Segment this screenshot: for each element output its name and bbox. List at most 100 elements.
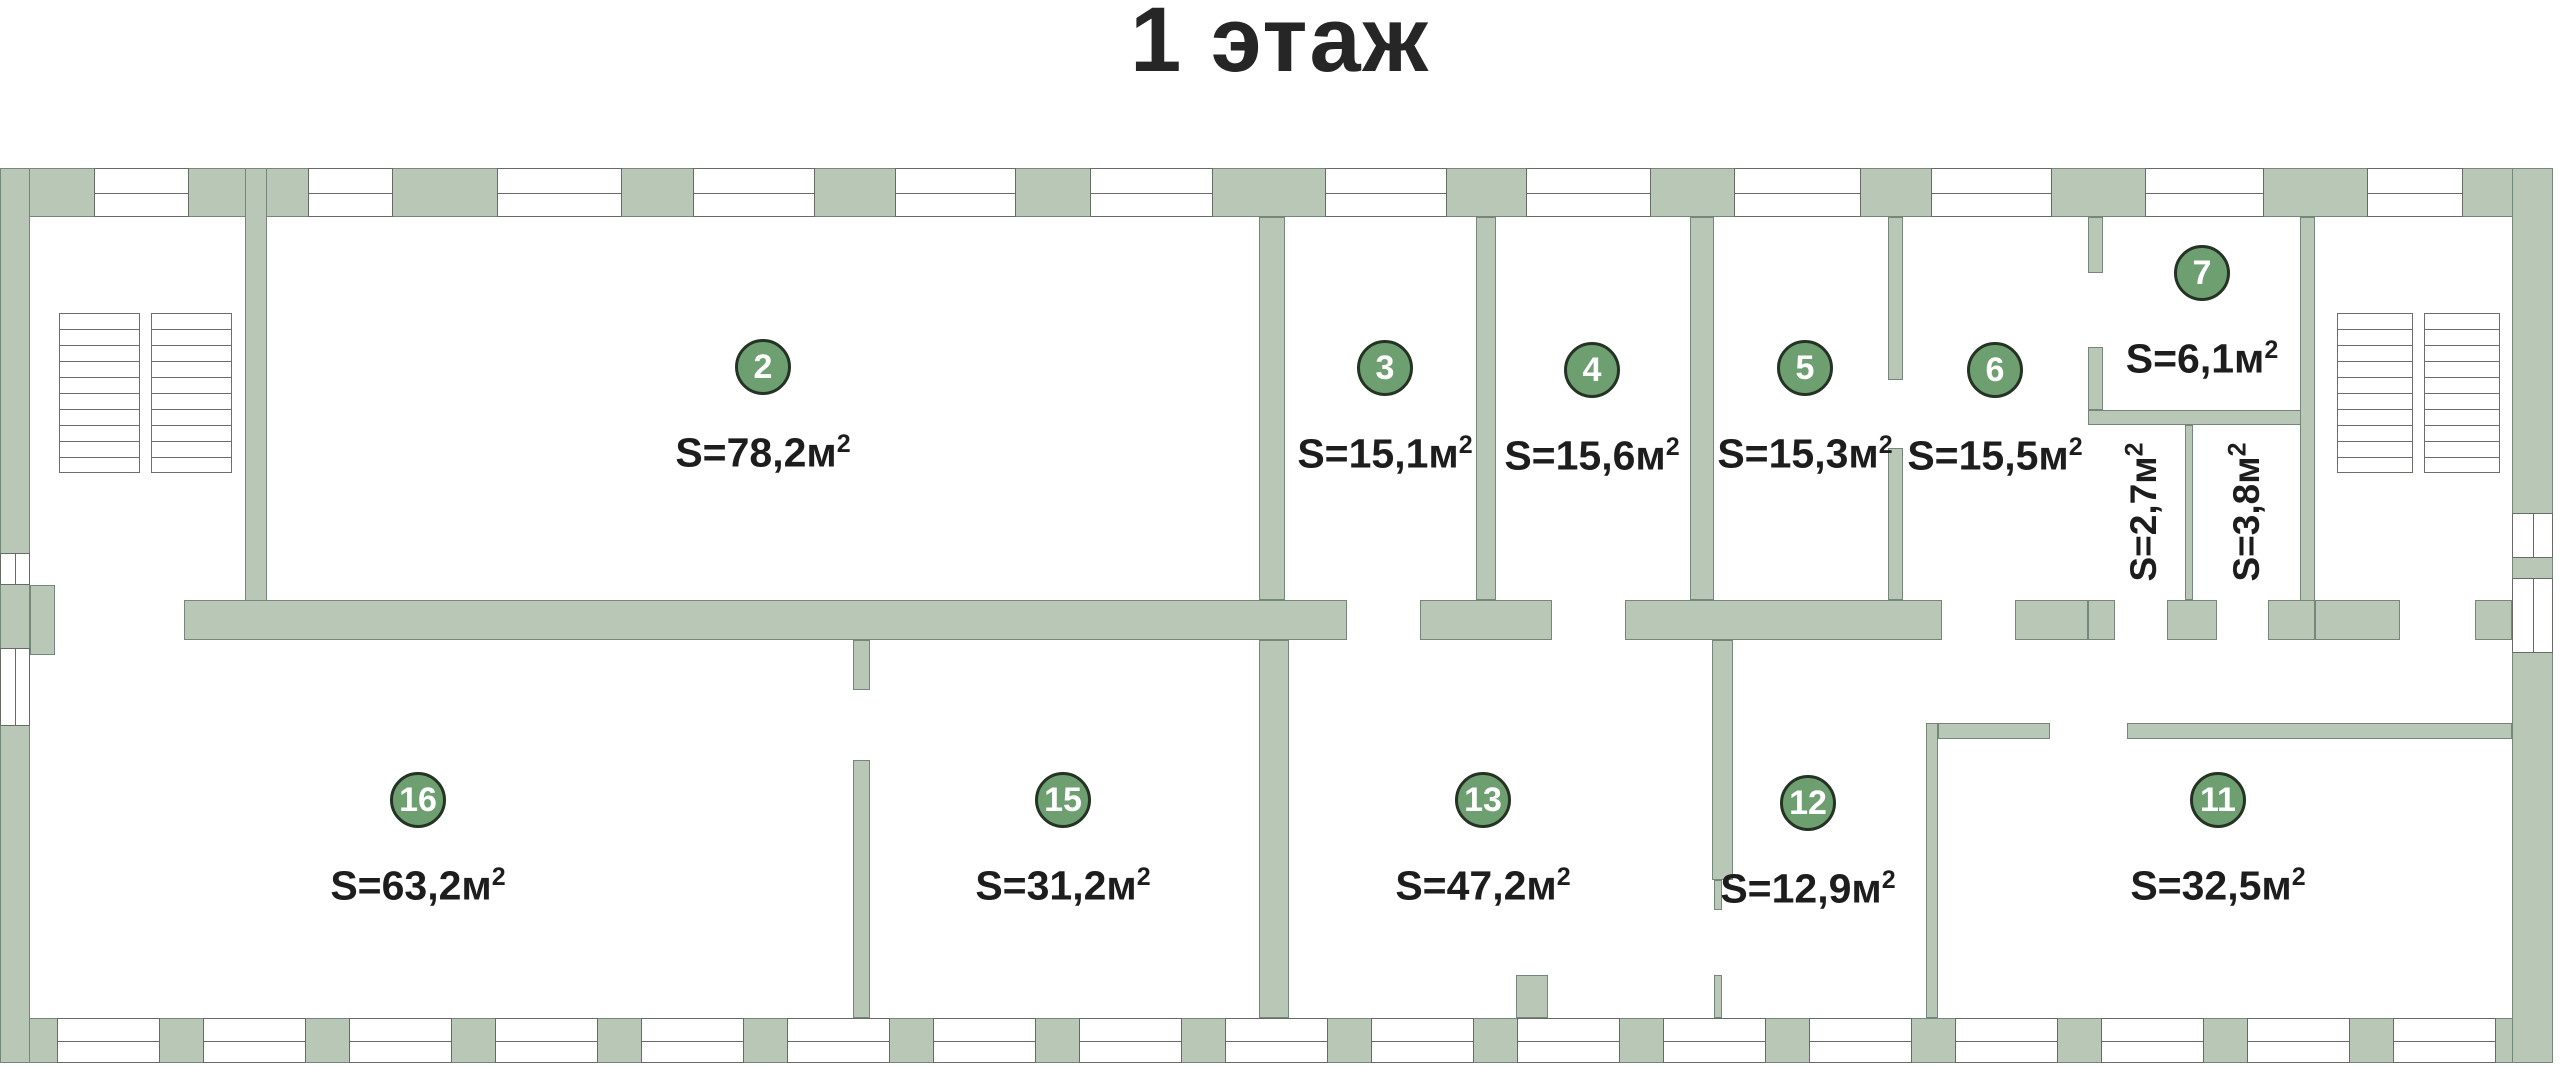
window-pane-line — [309, 192, 392, 194]
wall-segment — [853, 760, 870, 1018]
window-pane-line — [1326, 192, 1446, 194]
wall-segment — [184, 600, 1347, 640]
window-pane-line — [95, 192, 188, 194]
window-pane-line — [934, 1040, 1035, 1042]
window-pane-line — [498, 192, 621, 194]
window-pane-line — [2146, 192, 2263, 194]
floor-title: 1 этаж — [1130, 0, 1430, 91]
window-pane-line — [788, 1040, 889, 1042]
wall-segment — [2015, 600, 2088, 640]
room-number: 11 — [2190, 772, 2246, 828]
window — [787, 1018, 890, 1063]
wall-segment — [245, 168, 267, 640]
window-pane-line — [15, 554, 16, 584]
wall-segment — [2300, 217, 2315, 640]
wall-segment — [2185, 425, 2193, 600]
room-badge-11: 11 — [2190, 772, 2246, 828]
room-badge-3: 3 — [1357, 340, 1413, 396]
square-superscript: 2 — [2068, 432, 2083, 461]
room-number: 7 — [2174, 245, 2230, 301]
room-badge-5: 5 — [1777, 340, 1833, 396]
wall-segment — [1714, 880, 1722, 910]
room-area-label-15: S=31,2м2 — [975, 862, 1151, 909]
room-badge-6: 6 — [1967, 342, 2023, 398]
wall-segment — [1625, 600, 1942, 640]
room-number: 12 — [1780, 775, 1836, 831]
window — [1663, 1018, 1766, 1063]
window-pane-line — [1518, 1040, 1619, 1042]
wall-segment — [1476, 217, 1496, 600]
window — [0, 553, 30, 585]
window-pane-line — [1810, 1040, 1911, 1042]
window-pane-line — [2368, 192, 2462, 194]
window — [1325, 168, 1447, 217]
wall-segment — [0, 168, 30, 1063]
room-number: 13 — [1455, 772, 1511, 828]
window — [497, 168, 622, 217]
window — [2247, 1018, 2350, 1063]
room-area-label-13: S=47,2м2 — [1395, 862, 1571, 909]
wall-segment — [30, 585, 55, 655]
window — [349, 1018, 452, 1063]
room-area-label-3: S=15,1м2 — [1297, 430, 1473, 477]
closet-area-label-2: S=3,8м2 — [2223, 442, 2267, 582]
room-number: 6 — [1967, 342, 2023, 398]
room-area-label-12: S=12,9м2 — [1720, 865, 1896, 912]
room-badge-15: 15 — [1035, 772, 1091, 828]
window-pane-line — [58, 1040, 159, 1042]
room-number: 15 — [1035, 772, 1091, 828]
wall-segment — [1690, 217, 1714, 600]
wall-segment — [2315, 600, 2400, 640]
square-superscript: 2 — [1458, 430, 1473, 459]
window — [2512, 578, 2553, 653]
window — [57, 1018, 160, 1063]
window-pane-line — [1080, 1040, 1181, 1042]
window — [895, 168, 1016, 217]
square-superscript: 2 — [836, 429, 851, 458]
wall-segment — [1938, 723, 2050, 739]
room-badge-2: 2 — [735, 339, 791, 395]
square-superscript: 2 — [1878, 430, 1893, 459]
window — [1931, 168, 2052, 217]
window-pane-line — [350, 1040, 451, 1042]
wall-segment — [2088, 347, 2103, 410]
window — [1734, 168, 1861, 217]
wall-segment — [2088, 600, 2115, 640]
room-number: 16 — [390, 772, 446, 828]
window — [0, 648, 30, 726]
wall-segment — [1888, 448, 1903, 600]
window-pane-line — [1372, 1040, 1473, 1042]
room-area-label-6: S=15,5м2 — [1907, 432, 2083, 479]
window-pane-line — [1735, 192, 1860, 194]
window — [203, 1018, 306, 1063]
room-badge-13: 13 — [1455, 772, 1511, 828]
room-badge-7: 7 — [2174, 245, 2230, 301]
window — [1225, 1018, 1328, 1063]
room-area-label-7: S=6,1м2 — [2125, 335, 2279, 382]
window — [1955, 1018, 2058, 1063]
closet-area-label-1: S=2,7м2 — [2120, 442, 2164, 582]
window — [1079, 1018, 1182, 1063]
square-superscript: 2 — [1556, 862, 1571, 891]
window-pane-line — [1932, 192, 2051, 194]
window-pane-line — [496, 1040, 597, 1042]
square-superscript: 2 — [491, 862, 506, 891]
window — [1809, 1018, 1912, 1063]
wall-segment — [2127, 723, 2512, 739]
window-pane-line — [2394, 1040, 2495, 1042]
wall-segment — [2268, 600, 2315, 640]
wall-segment — [2167, 600, 2217, 640]
stairs-left-flight — [151, 313, 232, 473]
window-pane-line — [2532, 579, 2534, 652]
window — [94, 168, 189, 217]
wall-segment — [0, 168, 2553, 217]
square-superscript: 2 — [2291, 862, 2306, 891]
room-area-label-16: S=63,2м2 — [330, 862, 506, 909]
room-number: 5 — [1777, 340, 1833, 396]
room-number: 3 — [1357, 340, 1413, 396]
room-badge-12: 12 — [1780, 775, 1836, 831]
square-superscript: 2 — [1136, 862, 1151, 891]
wall-segment — [1259, 217, 1285, 600]
window-pane-line — [642, 1040, 743, 1042]
window — [1371, 1018, 1474, 1063]
